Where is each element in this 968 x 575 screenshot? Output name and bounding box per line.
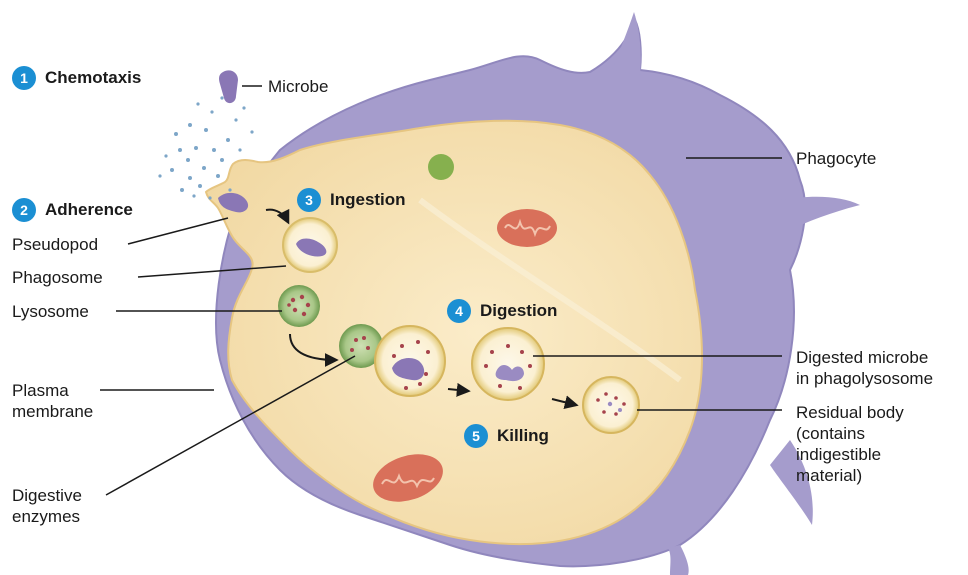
step-5-badge: 5 [464,424,488,448]
label-digested-microbe-line-2: in phagolysosome [796,368,933,389]
step-ingestion: 3 Ingestion [297,188,406,212]
label-digested-microbe-line-1: Digested microbe [796,347,933,368]
phagocyte-spike-bottom [668,545,689,575]
label-digested-microbe: Digested microbe in phagolysosome [796,347,933,389]
label-plasma-membrane: Plasma membrane [12,380,93,422]
step-1-badge: 1 [12,66,36,90]
label-phagocyte: Phagocyte [796,148,876,169]
mitochondrion-upper [497,209,557,247]
label-pseudopod: Pseudopod [12,234,98,255]
step-5-title: Killing [497,426,549,446]
phagocyte-spike-top [612,12,641,75]
leader-pseudopod [128,218,228,244]
label-residual-body-line-3: indigestible [796,444,904,465]
digested-phagolysosome [472,328,544,400]
label-digestive-enzymes-line-2: enzymes [12,506,82,527]
label-residual-body-line-1: Residual body [796,402,904,423]
cytoplasm [206,121,702,544]
green-granule [428,154,454,180]
step-chemotaxis: 1 Chemotaxis [12,66,141,90]
label-phagosome: Phagosome [12,267,103,288]
phagosome [283,218,337,272]
step-2-title: Adherence [45,200,133,220]
label-digestive-enzymes-line-1: Digestive [12,485,82,506]
phagolysosome-forming [375,326,445,396]
label-residual-body-line-2: (contains [796,423,904,444]
step-killing: 5 Killing [464,424,549,448]
label-digestive-enzymes: Digestive enzymes [12,485,82,527]
label-plasma-membrane-line-1: Plasma [12,380,93,401]
phagocyte-spike-right [780,197,860,230]
residual-body [583,377,639,433]
step-adherence: 2 Adherence [12,198,133,222]
label-residual-body: Residual body (contains indigestible mat… [796,402,904,486]
step-3-badge: 3 [297,188,321,212]
label-plasma-membrane-line-2: membrane [12,401,93,422]
label-lysosome: Lysosome [12,301,89,322]
step-1-title: Chemotaxis [45,68,141,88]
step-4-badge: 4 [447,299,471,323]
step-2-badge: 2 [12,198,36,222]
lysosome [278,285,320,327]
label-residual-body-line-4: material) [796,465,904,486]
step-3-title: Ingestion [330,190,406,210]
step-digestion: 4 Digestion [447,299,557,323]
label-microbe: Microbe [268,76,328,97]
step-4-title: Digestion [480,301,557,321]
